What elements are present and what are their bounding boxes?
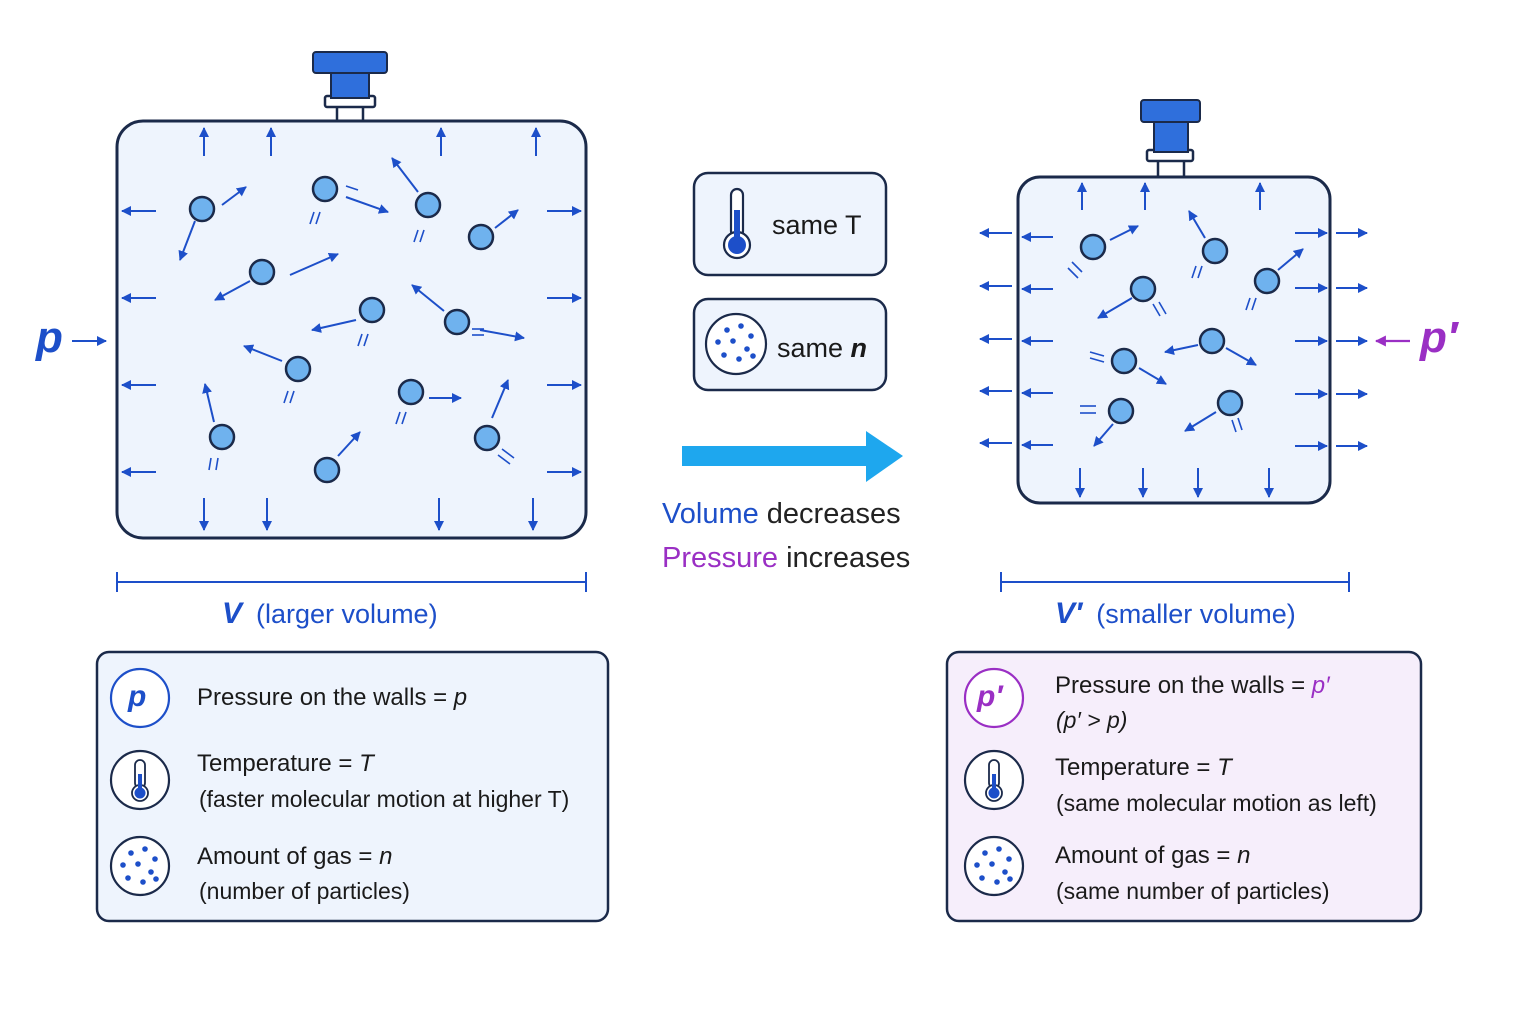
right-pressure-row: Pressure on the walls = p′ — [1055, 672, 1330, 700]
left-temperature-label-text: Temperature = — [197, 750, 360, 777]
right-container-body — [1016, 175, 1332, 505]
right-amount-label-text: Amount of gas = — [1055, 842, 1238, 869]
particles-icon — [704, 312, 768, 376]
right-temperature-note: (same molecular motion as left) — [1056, 790, 1377, 816]
right-motion-streaks — [1067, 261, 1257, 433]
same-amount-label: same n — [777, 333, 868, 363]
left-amount-label-text: Amount of gas = — [197, 843, 380, 870]
same-temperature-label: same T — [772, 210, 862, 240]
left-particle-arrows — [178, 157, 525, 457]
left-temperature-value: T — [359, 750, 374, 777]
left-volume-symbol: V — [222, 597, 243, 630]
left-particles — [188, 175, 501, 484]
left-pressure-value: p — [453, 684, 468, 711]
right-amount-row: Amount of gas = n — [1055, 842, 1250, 870]
right-volume-text: (smaller volume) — [1096, 599, 1296, 629]
left-legend-panel — [95, 650, 610, 923]
compression-arrow — [682, 431, 903, 482]
right-amount-value: n — [1237, 842, 1251, 869]
left-pressure-badge-text: p — [128, 680, 147, 713]
thermometer-icon — [963, 749, 1025, 811]
thermometer-icon — [722, 187, 752, 260]
left-temperature-row: Temperature = T — [197, 750, 374, 778]
left-volume-bracket — [116, 572, 587, 592]
pressure-badge — [109, 667, 171, 729]
right-pressure-note: (p′ > p) — [1056, 707, 1128, 733]
left-temperature-note: (faster molecular motion at higher T) — [199, 786, 570, 812]
right-pressure-badge-text: p′ — [977, 680, 1003, 713]
volume-decreases-text: Volume decreases — [662, 498, 901, 531]
left-pressure-label-text: Pressure on the walls = — [197, 684, 454, 711]
right-pressure-value: p′ — [1311, 672, 1330, 699]
right-amount-note: (same number of particles) — [1056, 878, 1330, 904]
increases-word: increases — [786, 542, 911, 574]
particles-icon — [963, 835, 1025, 897]
left-pressure-row: Pressure on the walls = p — [197, 684, 467, 712]
pressure-increases-text: Pressure increases — [662, 542, 910, 575]
left-container — [72, 51, 588, 592]
right-temperature-label-text: Temperature = — [1055, 754, 1218, 781]
left-volume-text: (larger volume) — [256, 599, 438, 629]
valve-icon — [312, 51, 388, 124]
right-pressure-label: p′ — [1420, 313, 1458, 362]
right-particles — [1079, 233, 1281, 425]
left-container-body — [115, 119, 588, 540]
particles-icon — [109, 835, 171, 897]
valve-icon — [1140, 99, 1201, 180]
right-particle-arrows — [1093, 210, 1304, 447]
right-legend-panel — [945, 650, 1423, 923]
left-amount-row: Amount of gas = n — [197, 843, 392, 871]
same-amount-text: same — [777, 333, 851, 363]
right-temperature-value: T — [1217, 754, 1232, 781]
right-wall-arrows — [979, 182, 1368, 498]
left-motion-streaks — [208, 185, 515, 471]
right-pressure-label-text: Pressure on the walls = — [1055, 672, 1312, 699]
decreases-word: decreases — [766, 498, 901, 530]
left-volume-label: V (larger volume) — [222, 597, 438, 631]
pressure-word: Pressure — [662, 542, 779, 574]
left-pressure-label: p — [36, 313, 63, 362]
right-volume-bracket — [1000, 572, 1350, 592]
right-volume-symbol: V′ — [1055, 597, 1083, 630]
pressure-badge — [963, 667, 1025, 729]
right-container — [979, 99, 1410, 592]
left-amount-note: (number of particles) — [199, 878, 410, 904]
right-temperature-row: Temperature = T — [1055, 754, 1232, 782]
thermometer-icon — [109, 749, 171, 811]
right-volume-label: V′ (smaller volume) — [1055, 597, 1296, 631]
left-wall-arrows — [121, 127, 582, 531]
volume-word: Volume — [662, 498, 759, 530]
left-amount-value: n — [379, 843, 393, 870]
middle-panel — [682, 171, 903, 482]
